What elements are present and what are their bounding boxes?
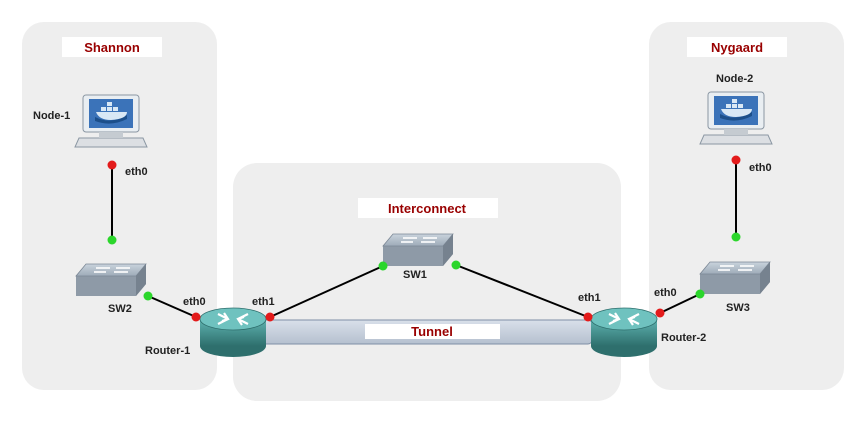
- zone-shannon: [22, 22, 217, 390]
- node1-eth0-port: [107, 160, 117, 170]
- router1-eth1-port: [265, 312, 275, 322]
- router2-eth1-port: [583, 312, 593, 322]
- link-router2-sw3: [659, 293, 701, 314]
- router2-router-icon[interactable]: [590, 307, 658, 357]
- node1-label: Node-1: [33, 110, 70, 122]
- link-sw1-router2: [455, 264, 589, 318]
- sw3-north-port: [731, 232, 741, 242]
- sw3-label: SW3: [726, 302, 750, 314]
- node1-eth0-label: eth0: [125, 166, 148, 178]
- zone-title-nygaard: Nygaard: [711, 40, 763, 55]
- router2-eth1-label: eth1: [578, 292, 601, 304]
- router2-eth0-port: [655, 308, 665, 318]
- zone-nygaard: [649, 22, 844, 390]
- sw3-ethernet-switch-icon[interactable]: [699, 261, 771, 294]
- zone-title-interconnect: Interconnect: [388, 201, 467, 216]
- router1-eth0-port: [191, 312, 201, 322]
- node2-eth0-port: [731, 155, 741, 165]
- router1-eth1-label: eth1: [252, 296, 275, 308]
- sw1-west-port: [378, 261, 388, 271]
- sw2-north-port: [107, 235, 117, 245]
- sw1-label: SW1: [403, 269, 427, 281]
- node2-eth0-label: eth0: [749, 162, 772, 174]
- link-router1-sw1: [269, 265, 384, 318]
- sw3-west-port: [695, 289, 705, 299]
- tunnel-label: Tunnel: [411, 324, 453, 339]
- router1-label: Router-1: [145, 345, 190, 357]
- sw1-ethernet-switch-icon[interactable]: [382, 233, 454, 266]
- node2-docker-host-icon[interactable]: [699, 91, 773, 145]
- router1-router-icon[interactable]: [199, 307, 267, 357]
- node1-docker-host-icon[interactable]: [74, 94, 148, 148]
- zone-title-shannon: Shannon: [84, 40, 140, 55]
- links: [111, 160, 737, 318]
- tunnel: Tunnel: [261, 319, 593, 345]
- sw1-east-port: [451, 260, 461, 270]
- router2-label: Router-2: [661, 332, 706, 344]
- router1-eth0-label: eth0: [183, 296, 206, 308]
- sw2-ethernet-switch-icon[interactable]: [75, 263, 147, 296]
- router2-eth0-label: eth0: [654, 287, 677, 299]
- sw2-label: SW2: [108, 303, 132, 315]
- node2-label: Node-2: [716, 73, 753, 85]
- sw2-east-port: [143, 291, 153, 301]
- link-sw2-router1: [147, 295, 197, 318]
